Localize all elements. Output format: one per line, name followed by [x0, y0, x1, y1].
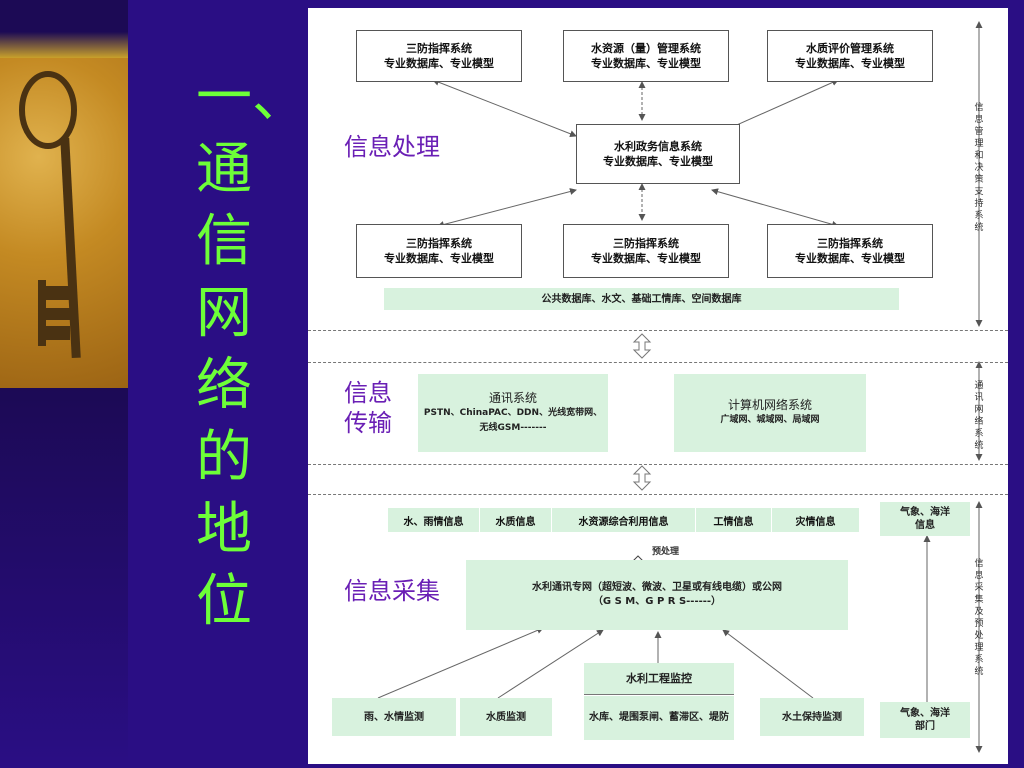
box-title: 水利通讯专网（超短波、微波、卫星或有线电缆）或公网 [532, 582, 782, 593]
layer-link-arrow [632, 333, 652, 491]
center-system-box: 水利政务信息系统 专业数据库、专业模型 [576, 124, 740, 184]
box-title: 三防指挥系统 [613, 237, 679, 250]
box-subtitle: 专业数据库、专业模型 [603, 155, 713, 168]
computer-network-box: 计算机网络系统 广域网、城域网、局域网 [674, 374, 866, 452]
bottom-system-box: 三防指挥系统 专业数据库、专业模型 [563, 224, 729, 278]
box-title: 三防指挥系统 [406, 237, 472, 250]
title-char: 网 [196, 281, 252, 346]
info-cell: 工情信息 [696, 508, 772, 532]
info-cell: 水资源综合利用信息 [552, 508, 696, 532]
layer-divider [308, 464, 1008, 465]
top-system-box: 水资源（量）管理系统 专业数据库、专业模型 [563, 30, 729, 82]
section-label-line: 信息 [344, 379, 392, 407]
box-subtitle: 专业数据库、专业模型 [591, 57, 701, 70]
info-cell: 灾情信息 [772, 508, 860, 532]
title-char: 络 [196, 353, 252, 418]
project-control-box: 水利工程监控 [584, 663, 734, 695]
bottom-gradient-bar [0, 388, 128, 768]
water-quality-monitor-box: 水质监测 [460, 698, 552, 736]
box-title: 水利政务信息系统 [614, 140, 702, 153]
box-title: 水质评价管理系统 [806, 42, 894, 55]
public-database-bar: 公共数据库、水文、基础工情库、空间数据库 [384, 288, 899, 310]
title-char: 一、 [196, 65, 308, 130]
info-cell: 水质信息 [480, 508, 552, 532]
box-title: 通讯系统 [488, 390, 537, 405]
box-subtitle: 专业数据库、专业模型 [591, 252, 701, 265]
box-subtitle: 部门 [915, 721, 935, 732]
side-label-collection: 信息采集及预处理系统 [974, 559, 984, 677]
box-title: 三防指挥系统 [817, 237, 883, 250]
box-title: 水资源（量）管理系统 [591, 42, 701, 55]
comm-network-box: 水利通讯专网（超短波、微波、卫星或有线电缆）或公网 （G S M、G P R S… [466, 560, 848, 630]
top-system-box: 水质评价管理系统 专业数据库、专业模型 [767, 30, 933, 82]
slide-title: 一、 通 信 网 络 的 地 位 [196, 62, 308, 638]
rain-water-monitor-box: 雨、水情监测 [332, 698, 456, 736]
title-char: 位 [196, 569, 252, 634]
box-subtitle: 专业数据库、专业模型 [384, 252, 494, 265]
key-photo [0, 58, 128, 388]
top-gradient-bar [0, 0, 128, 58]
box-title: 气象、海洋 [900, 708, 950, 719]
layer-divider [308, 494, 1008, 495]
box-subtitle: （G S M、G P R S------） [592, 596, 722, 607]
reservoir-box: 水库、堤围泵闸、蓄滞区、堤防 [584, 696, 734, 740]
box-subtitle: 信息 [915, 520, 935, 531]
box-title: 三防指挥系统 [406, 42, 472, 55]
soil-conservation-monitor-box: 水土保持监测 [760, 698, 864, 736]
layer-divider [308, 330, 1008, 331]
weather-dept-box: 气象、海洋 部门 [880, 702, 970, 738]
box-subtitle: 专业数据库、专业模型 [795, 252, 905, 265]
side-label-transmission: 通讯网络系统 [974, 381, 984, 451]
bottom-system-box: 三防指挥系统 专业数据库、专业模型 [767, 224, 933, 278]
key-icon [19, 71, 81, 359]
box-subtitle: 专业数据库、专业模型 [384, 57, 494, 70]
weather-info-box: 气象、海洋 信息 [880, 502, 970, 536]
bottom-system-box: 三防指挥系统 专业数据库、专业模型 [356, 224, 522, 278]
side-label-processing: 信息管理和决策支持系统 [974, 103, 984, 233]
box-subtitle: 专业数据库、专业模型 [795, 57, 905, 70]
section-label-collection: 信息采集 [344, 577, 440, 605]
diagram-connectors [377, 21, 983, 753]
section-label-line: 传输 [344, 409, 392, 437]
box-detail: 广域网、城域网、局域网 [720, 415, 820, 425]
comm-system-box: 通讯系统 PSTN、ChinaPAC、DDN、光线宽带网、无线GSM------… [418, 374, 608, 452]
title-char: 通 [196, 137, 252, 202]
title-char: 信 [196, 209, 252, 274]
box-detail: PSTN、ChinaPAC、DDN、光线宽带网、无线GSM------- [423, 407, 603, 433]
box-title: 气象、海洋 [900, 507, 950, 518]
info-cell: 水、雨情信息 [388, 508, 480, 532]
title-char: 地 [196, 497, 252, 562]
left-decoration [0, 0, 128, 768]
layer-divider [308, 362, 1008, 363]
section-label-processing: 信息处理 [344, 133, 440, 161]
section-label-transmission: 信息 传输 [344, 378, 392, 438]
architecture-diagram: 三防指挥系统 专业数据库、专业模型 水资源（量）管理系统 专业数据库、专业模型 … [308, 8, 1008, 764]
title-char: 的 [196, 425, 252, 490]
top-system-box: 三防指挥系统 专业数据库、专业模型 [356, 30, 522, 82]
preprocess-label: 预处理 [652, 547, 680, 557]
box-title: 计算机网络系统 [727, 398, 812, 412]
